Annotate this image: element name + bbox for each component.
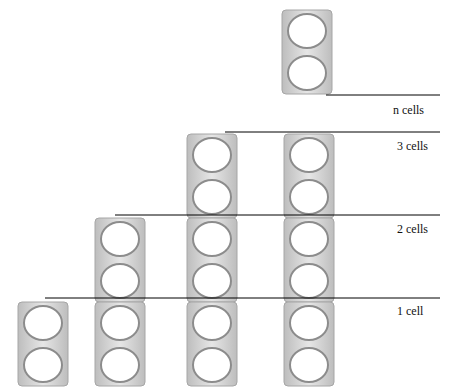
cell — [284, 134, 334, 218]
cell — [95, 218, 145, 302]
cell — [187, 134, 237, 218]
cell — [187, 302, 237, 386]
level-line — [45, 298, 440, 299]
cell — [95, 302, 145, 386]
level-line — [326, 95, 440, 96]
level-label: 2 cells — [396, 222, 429, 236]
cell — [282, 10, 332, 94]
cell — [284, 218, 334, 302]
cell — [18, 302, 68, 386]
level-line — [115, 215, 440, 216]
cell — [284, 302, 334, 386]
level-label: n cells — [392, 103, 425, 117]
cell — [187, 218, 237, 302]
level-label: 1 cell — [396, 304, 424, 318]
level-line — [225, 132, 440, 133]
level-label: 3 cells — [396, 139, 429, 153]
